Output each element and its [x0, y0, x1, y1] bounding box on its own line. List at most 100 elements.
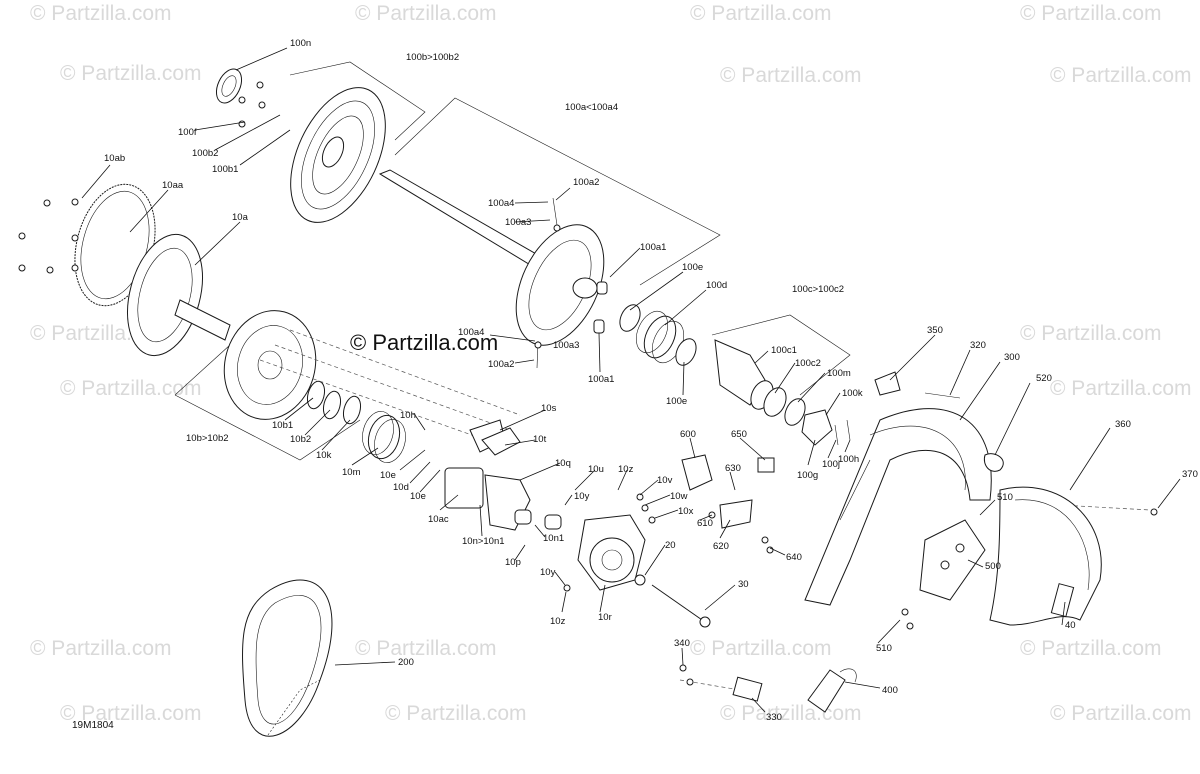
callout-10y-bot: 10y: [540, 567, 556, 578]
drive-belt: [242, 579, 333, 737]
callout-100a4-top: 100a4: [488, 198, 514, 209]
callout-100a-range: 100a<100a4: [565, 102, 618, 113]
callout-10aa: 10aa: [162, 180, 184, 191]
callout-10n1: 10n1: [543, 533, 564, 544]
callout-10a: 10a: [232, 212, 249, 223]
movable-sheave: [223, 310, 317, 420]
callout-650: 650: [731, 429, 747, 440]
callout-100a2-top: 100a2: [573, 177, 599, 188]
callout-350: 350: [927, 325, 943, 336]
watermark: © Partzilla.com: [355, 2, 497, 25]
watermark: © Partzilla.com: [1020, 637, 1162, 660]
callout-100k: 100k: [842, 388, 863, 399]
watermark: © Partzilla.com: [1050, 702, 1192, 725]
roller-housing: [444, 467, 484, 509]
watermark: © Partzilla.com: [30, 2, 172, 25]
group-brackets: [174, 61, 851, 461]
bracket-500: [919, 519, 986, 601]
watermark: © Partzilla.com: [355, 637, 497, 660]
callout-10b1: 10b1: [272, 420, 293, 431]
callout-10h: 10h: [400, 410, 416, 421]
callout-100h: 100h: [838, 454, 859, 465]
callout-10e-b: 10e: [410, 491, 426, 502]
callout-10u: 10u: [588, 464, 604, 475]
primary-spring: [367, 414, 401, 460]
callout-100f: 100f: [178, 127, 197, 138]
callout-100b-range: 100b>100b2: [406, 52, 459, 63]
callout-100d: 100d: [706, 280, 727, 291]
guard-bracket: [804, 408, 992, 606]
callout-100e-top: 100e: [682, 262, 703, 273]
callout-10n-range: 10n>10n1: [462, 536, 505, 547]
watermark: © Partzilla.com: [720, 64, 862, 87]
spider-assembly: [444, 419, 711, 628]
callout-10e-a: 10e: [380, 470, 396, 481]
driven-pulley: [215, 68, 608, 369]
callout-330: 330: [766, 712, 782, 723]
callout-100g: 100g: [797, 470, 818, 481]
callout-10d: 10d: [393, 482, 409, 493]
callout-10y-top: 10y: [574, 491, 590, 502]
bolts: [18, 81, 266, 274]
callout-100b2: 100b2: [192, 148, 218, 159]
callout-10b-range: 10b>10b2: [186, 433, 229, 444]
part-350: [874, 371, 901, 396]
callout-100j: 100j: [822, 459, 840, 470]
callout-100a4-mid: 100a4: [458, 327, 484, 338]
callout-640: 640: [786, 552, 802, 563]
callout-10s: 10s: [541, 403, 557, 414]
callout-10ab: 10ab: [104, 153, 125, 164]
callout-100a1-top: 100a1: [640, 242, 666, 253]
guard-cover: [989, 486, 1102, 626]
callout-10x: 10x: [678, 506, 694, 517]
watermark: © Partzilla.com: [30, 637, 172, 660]
callout-10k: 10k: [316, 450, 332, 461]
callout-10m: 10m: [342, 467, 361, 478]
watermark: © Partzilla.com: [60, 62, 202, 85]
callout-10t: 10t: [533, 434, 547, 445]
callout-10b2: 10b2: [290, 434, 311, 445]
sensor: [681, 454, 713, 491]
callout-100a3-mid: 100a3: [553, 340, 579, 351]
callout-10ac: 10ac: [428, 514, 449, 525]
bushing: [596, 281, 608, 295]
callout-520: 520: [1036, 373, 1052, 384]
callout-620: 620: [713, 541, 729, 552]
callout-100c2: 100c2: [795, 358, 821, 369]
callout-100b1: 100b1: [212, 164, 238, 175]
callout-20: 20: [665, 540, 676, 551]
callout-30: 30: [738, 579, 749, 590]
driven-cam-assembly: [619, 304, 851, 446]
callout-370: 370: [1182, 469, 1198, 480]
callout-100a1-mid: 100a1: [588, 374, 614, 385]
callout-10z-bot: 10z: [550, 616, 566, 627]
callout-200: 200: [398, 657, 414, 668]
callout-10z-top: 10z: [618, 464, 634, 475]
callout-320: 320: [970, 340, 986, 351]
callout-360: 360: [1115, 419, 1131, 430]
belt-outer: [242, 579, 333, 737]
callout-610: 610: [697, 518, 713, 529]
part-330: [732, 676, 763, 702]
leader-lines: [81, 47, 1181, 713]
watermark: © Partzilla.com: [60, 702, 202, 725]
callout-100n: 100n: [290, 38, 311, 49]
callout-10p: 10p: [505, 557, 521, 568]
callout-630: 630: [725, 463, 741, 474]
drive-pulley: [74, 183, 406, 463]
callout-510-top: 510: [997, 492, 1013, 503]
bottom-parts: [679, 664, 857, 713]
fixed-sheave: [515, 224, 605, 346]
callout-labels: 100n 100b>100b2 100a<100a4 100f 100b2 10…: [104, 38, 1198, 723]
callout-100m: 100m: [827, 368, 851, 379]
watermark: © Partzilla.com: [720, 702, 862, 725]
callout-100a2-mid: 100a2: [488, 359, 514, 370]
watermark: © Partzilla.com: [1020, 2, 1162, 25]
callout-500: 500: [985, 561, 1001, 572]
callout-510-bot: 510: [876, 643, 892, 654]
watermark: © Partzilla.com: [385, 702, 527, 725]
watermark: © Partzilla.com: [690, 637, 832, 660]
callout-400: 400: [882, 685, 898, 696]
